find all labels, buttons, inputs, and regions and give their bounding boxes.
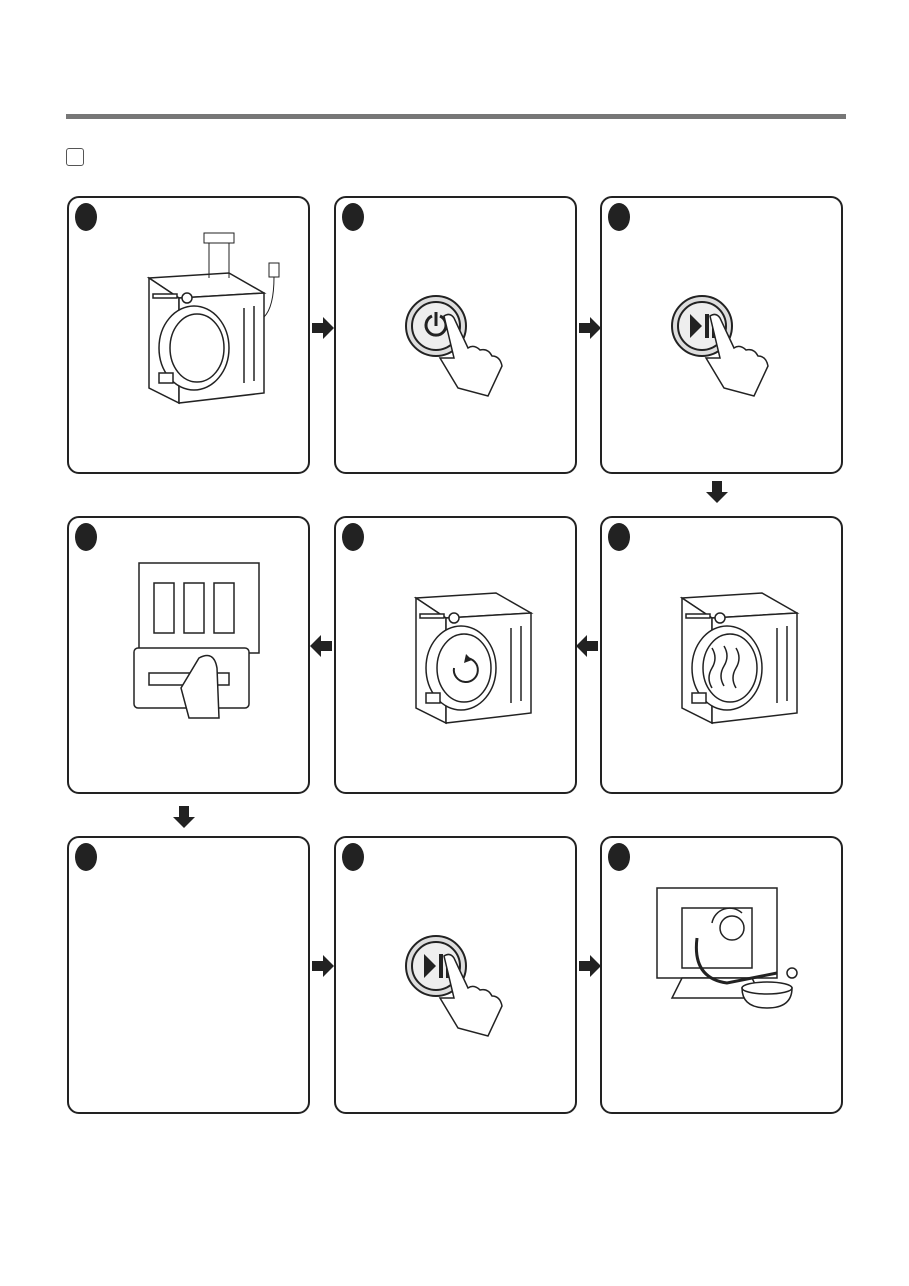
step-number-badge	[608, 843, 630, 871]
arrow-right-icon	[579, 955, 601, 977]
arrow-left-icon	[576, 635, 598, 657]
arrow-right-icon	[579, 317, 601, 339]
step-number-badge	[75, 523, 97, 551]
step-number-badge	[342, 523, 364, 551]
step-panel-9	[600, 836, 843, 1114]
step-panel-4	[67, 516, 310, 794]
drain-filter-emptying-icon	[656, 887, 798, 1009]
step-number-badge	[342, 843, 364, 871]
start-pause-button-press-icon	[671, 295, 769, 397]
step-number-badge	[75, 203, 97, 231]
arrow-down-icon	[706, 481, 728, 503]
step-number-badge	[342, 203, 364, 231]
arrow-left-icon	[310, 635, 332, 657]
washer-drum-rotating-icon	[413, 592, 534, 725]
step-panel-1	[67, 196, 310, 474]
step-panel-7	[67, 836, 310, 1114]
arrow-right-icon	[312, 955, 334, 977]
detergent-drawer-open-icon	[133, 562, 260, 719]
step-number-badge	[608, 203, 630, 231]
step-panel-6	[600, 516, 843, 794]
step-panel-3	[600, 196, 843, 474]
arrow-down-icon	[173, 806, 195, 828]
step-panel-2	[334, 196, 577, 474]
power-button-press-icon	[405, 295, 503, 397]
header-rule	[66, 114, 846, 119]
washer-connected-icon	[146, 232, 280, 405]
step-number-badge	[75, 843, 97, 871]
section-checkbox	[66, 148, 84, 166]
washer-drying-icon	[679, 592, 800, 725]
start-pause-button-press-icon	[405, 935, 503, 1037]
step-panel-8	[334, 836, 577, 1114]
arrow-right-icon	[312, 317, 334, 339]
step-panel-5	[334, 516, 577, 794]
step-number-badge	[608, 523, 630, 551]
